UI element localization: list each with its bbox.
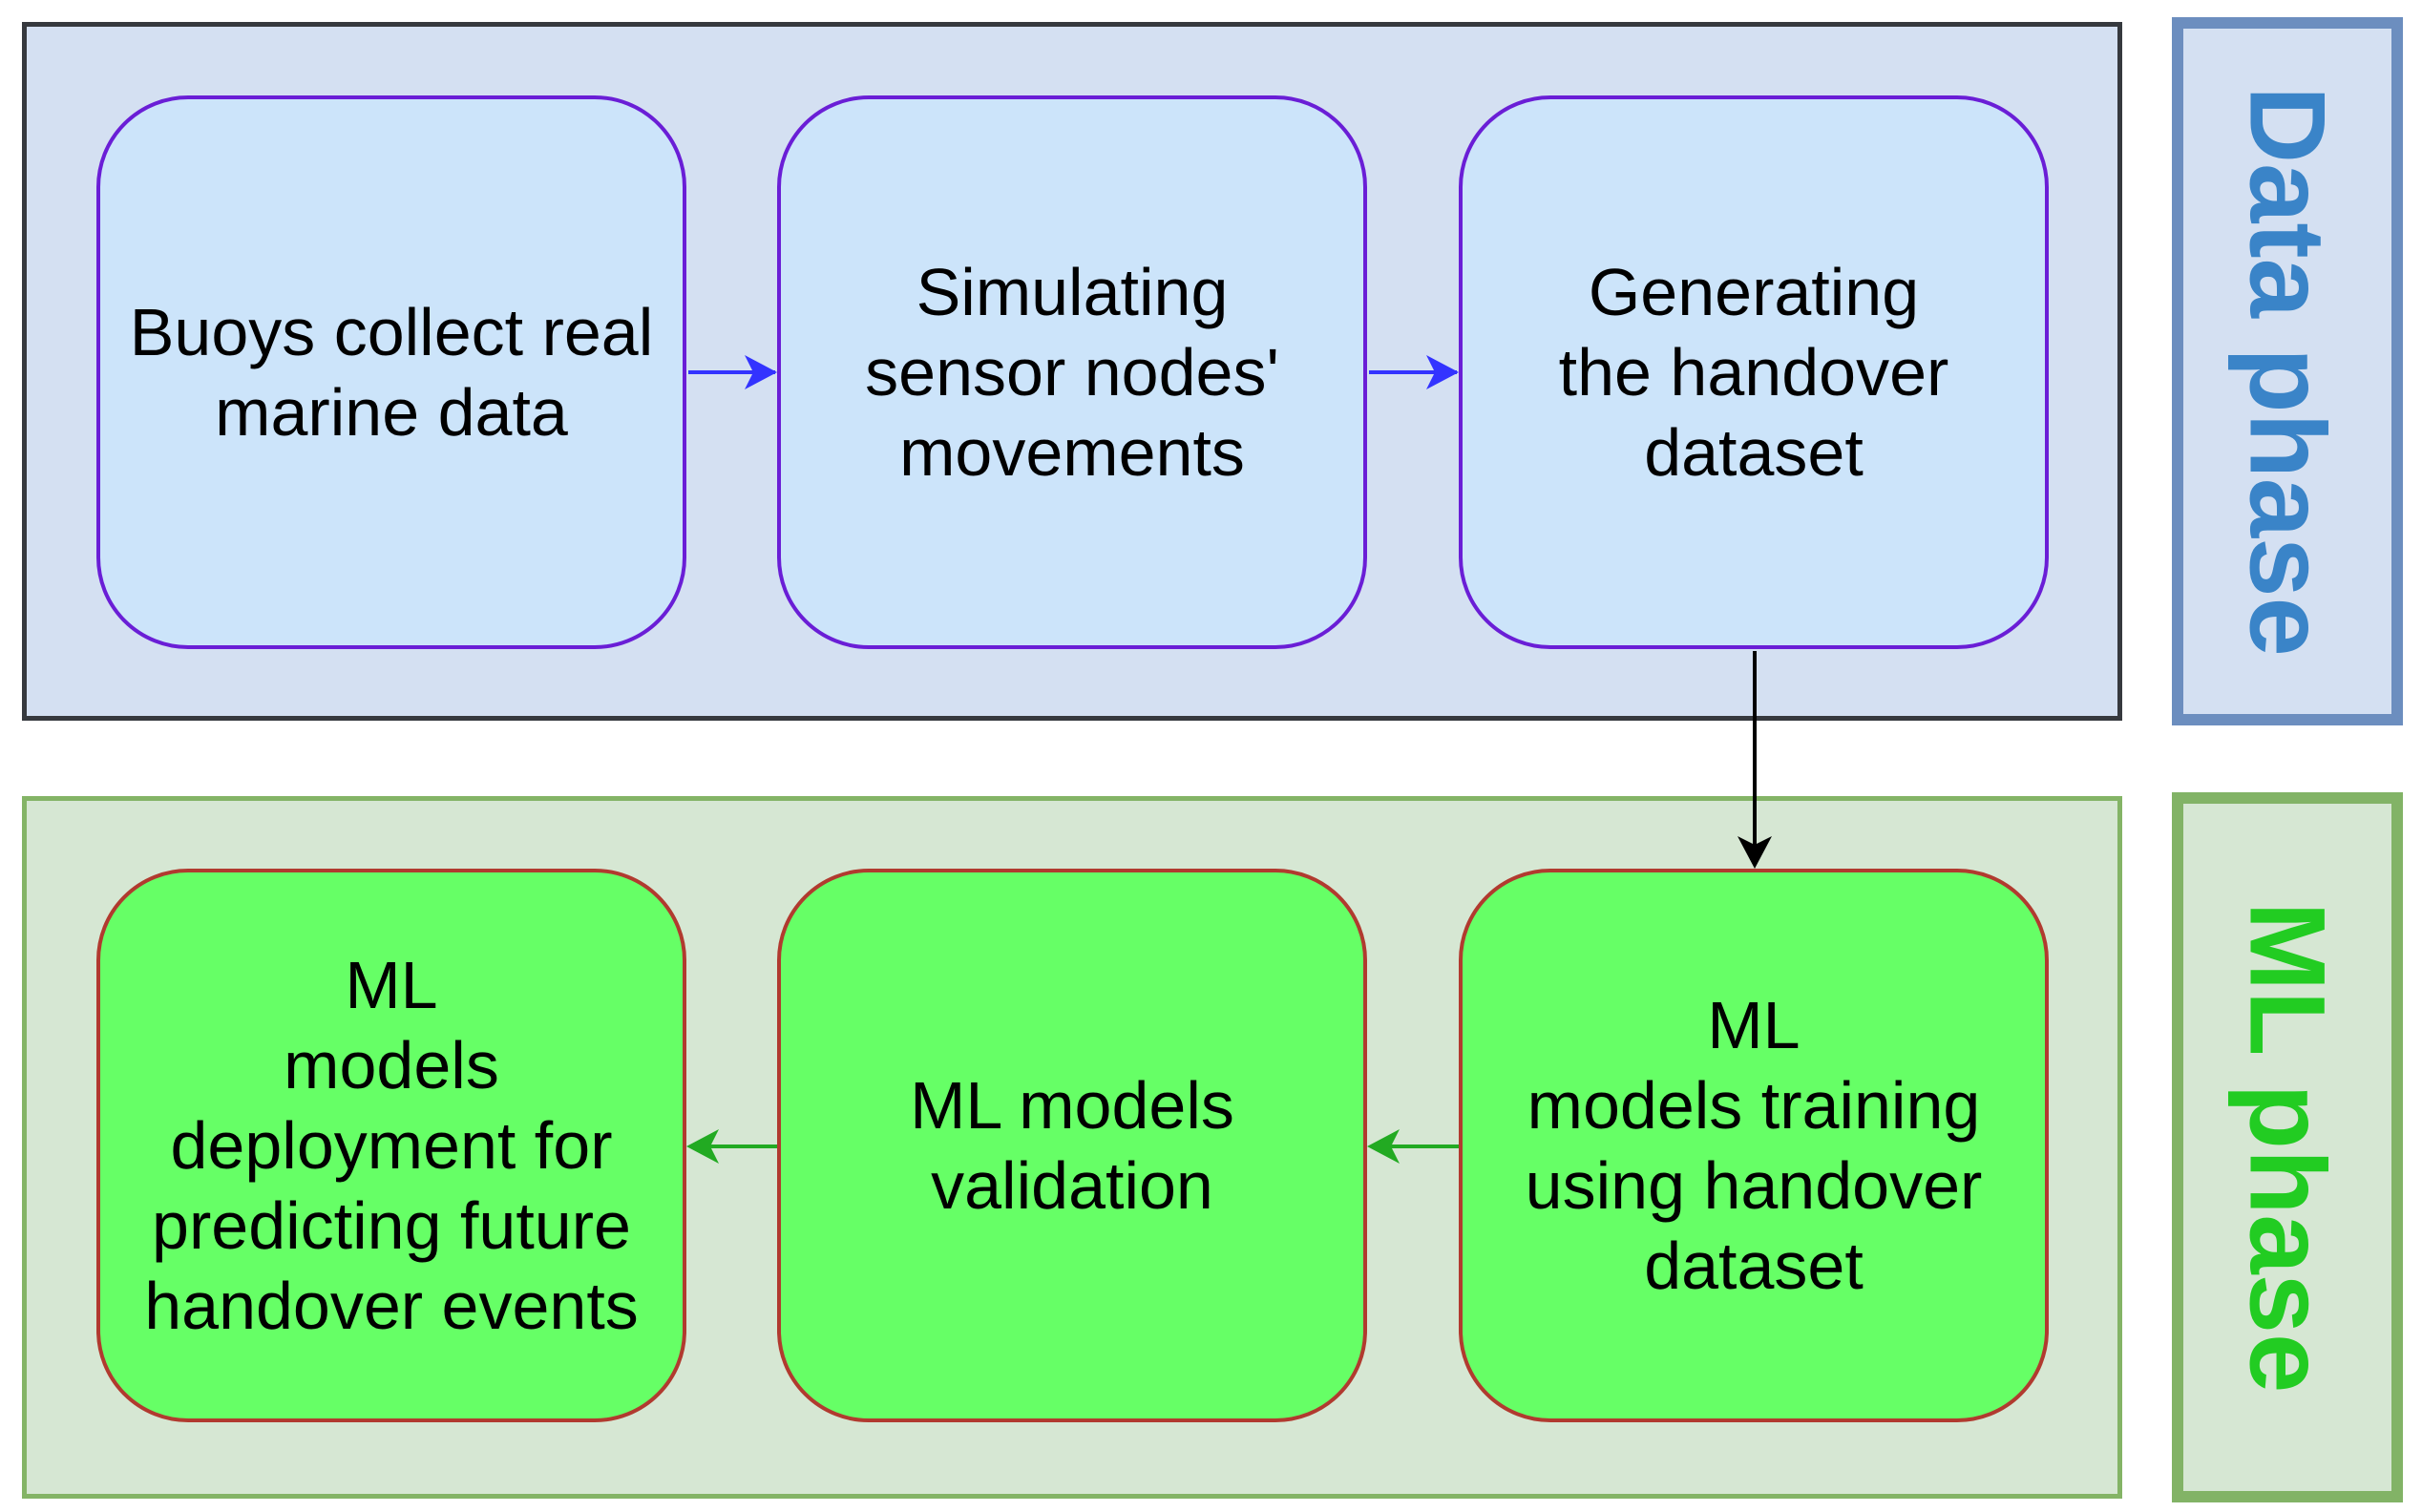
ml-validation-label: ML models validation [910,1068,1234,1223]
arrow-validation-to-deployment [686,1129,777,1164]
arrow-simulating-to-generating [1369,355,1459,389]
data-phase-tag: Data phase [2172,17,2403,725]
arrow-generating-to-training [1738,651,1772,869]
simulating-movements-node: Simulating sensor nodes' movements [777,95,1367,649]
buoys-collect-data-label: Buoys collect real marine data [129,295,654,450]
ml-deployment-label: ML models deployment for predicting futu… [144,948,639,1343]
generating-dataset-label: Generating the handover dataset [1558,255,1949,490]
arrow-buoys-to-simulating [688,355,777,389]
generating-dataset-node: Generating the handover dataset [1459,95,2049,649]
simulating-movements-label: Simulating sensor nodes' movements [865,255,1279,490]
ml-training-label: ML models training using handover datase… [1525,988,1983,1303]
buoys-collect-data-node: Buoys collect real marine data [96,95,686,649]
ml-validation-node: ML models validation [777,869,1367,1422]
ml-phase-tag: ML phase [2172,792,2403,1502]
ml-deployment-node: ML models deployment for predicting futu… [96,869,686,1422]
arrow-training-to-validation [1367,1129,1459,1164]
ml-training-node: ML models training using handover datase… [1459,869,2049,1422]
